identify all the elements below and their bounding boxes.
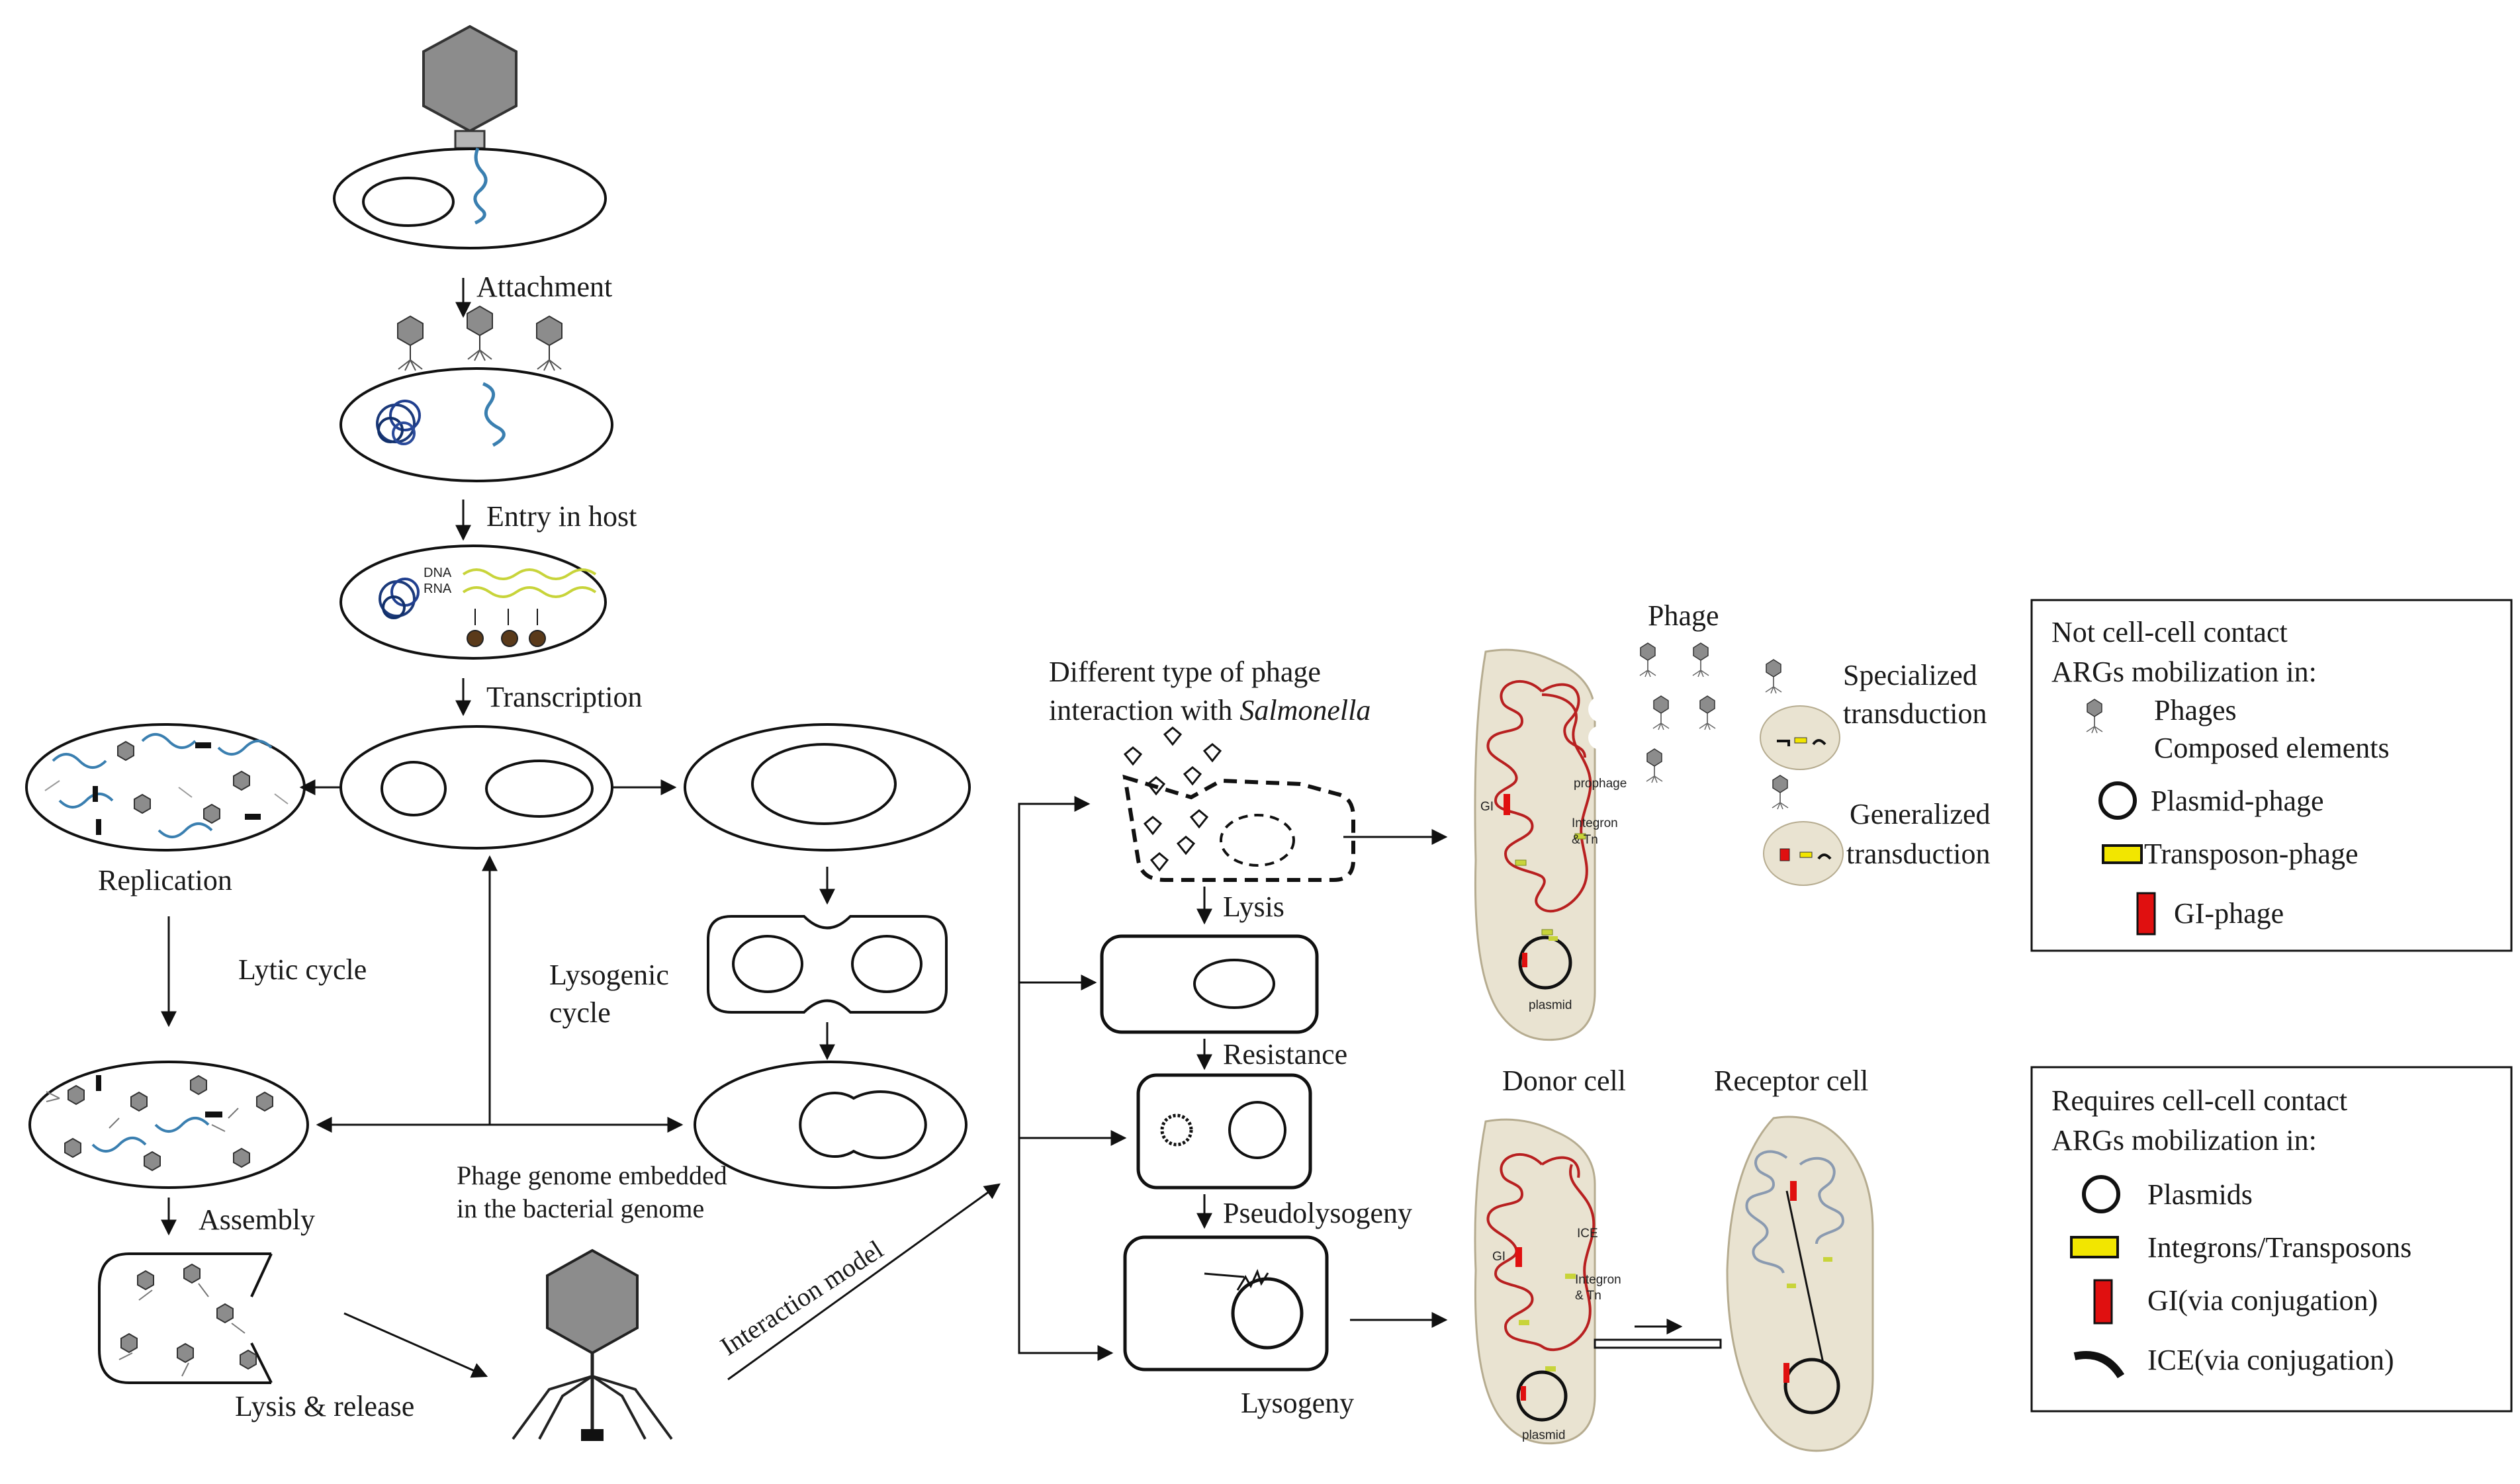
label-gi-1: GI xyxy=(1480,800,1494,814)
lysogenic-cell-2 xyxy=(694,1061,968,1189)
label-integron-2: Integron xyxy=(1575,1273,1621,1287)
decision-cell xyxy=(339,725,613,850)
transduction-cell: GI prophage Integron & Tn plasmid xyxy=(1474,648,1627,1041)
phage-dna-injection xyxy=(473,148,488,225)
host-cell-3 xyxy=(339,545,607,660)
host-cell-1 xyxy=(333,148,607,249)
label-entry: Entry in host xyxy=(486,500,637,533)
legend-top-title-1: Not cell-cell contact xyxy=(2051,616,2288,648)
lysogenic-cell-1 xyxy=(684,723,971,851)
legend-plasmid-phage: Plasmid-phage xyxy=(2151,785,2324,817)
transcription-stage: DNA RNA xyxy=(339,545,607,660)
legend-phages: Phages xyxy=(2154,694,2237,726)
big-phage-icon xyxy=(512,1248,673,1441)
label-embedded-2: in the bacterial genome xyxy=(457,1194,704,1223)
label-integron-1: Integron xyxy=(1572,816,1618,830)
legend-ice-icon xyxy=(2073,1351,2125,1379)
legend-bottom-title-2: ARGs mobilization in: xyxy=(2051,1124,2317,1157)
label-transcription: Transcription xyxy=(486,681,643,713)
legend-integrons-icon xyxy=(2070,1236,2119,1258)
legend-top-title-2: ARGs mobilization in: xyxy=(2051,656,2317,688)
resistance-cell xyxy=(1136,1073,1312,1190)
legend-top: Not cell-cell contact ARGs mobilization … xyxy=(2030,599,2513,952)
label-lysis-release: Lysis & release xyxy=(235,1390,414,1422)
label-different-type-1: Different type of phage xyxy=(1049,656,1321,688)
label-receptor-cell: Receptor cell xyxy=(1714,1065,1868,1097)
label-specialized-2: transduction xyxy=(1843,697,1987,730)
specialized-transduction-cell xyxy=(1760,659,1840,770)
label-embedded-1: Phage genome embedded xyxy=(457,1160,727,1190)
label-assembly: Assembly xyxy=(199,1203,315,1236)
label-donor-cell: Donor cell xyxy=(1502,1065,1626,1097)
host-chromosome-icon xyxy=(376,400,421,445)
phage-attachment-stage xyxy=(333,24,607,249)
label-lytic-cycle: Lytic cycle xyxy=(238,953,367,986)
generalized-transduction-cell xyxy=(1763,775,1844,886)
legend-plasmid-icon xyxy=(2098,781,2137,820)
legend-gi-icon xyxy=(2136,892,2156,936)
phage-head-icon xyxy=(422,24,518,133)
label-lysogeny: Lysogeny xyxy=(1241,1387,1354,1419)
label-plasmid-1: plasmid xyxy=(1529,998,1572,1012)
legend-bottom-title-1: Requires cell-cell contact xyxy=(2051,1084,2347,1117)
legend-bottom: Requires cell-cell contact ARGs mobiliza… xyxy=(2030,1066,2513,1413)
label-rna: RNA xyxy=(424,582,452,596)
label-lysogenic-2: cycle xyxy=(549,996,611,1029)
legend-integrons: Integrons/Transposons xyxy=(2147,1231,2411,1264)
receptor-cell xyxy=(1726,1115,1874,1452)
label-attachment: Attachment xyxy=(476,271,612,303)
label-replication: Replication xyxy=(98,864,232,896)
lytic-cell xyxy=(28,1061,309,1189)
label-prophage: prophage xyxy=(1574,777,1627,791)
host-nucleoid-1 xyxy=(362,177,455,227)
label-phage: Phage xyxy=(1648,599,1719,632)
phage-dna-strand xyxy=(482,382,506,447)
dna-wave xyxy=(462,568,597,580)
legend-composed: Composed elements xyxy=(2154,732,2390,764)
lysogenic-dividing-cell xyxy=(707,915,948,1014)
lysis-release-cell xyxy=(98,1252,273,1384)
legend-transposon-icon xyxy=(2102,844,2143,864)
lysis-dashed-cell xyxy=(1122,726,1355,882)
host-cell-2 xyxy=(339,367,613,482)
entry-stage xyxy=(339,306,613,482)
label-interaction-model: Interaction model xyxy=(715,1235,888,1362)
chromosome-loops xyxy=(1486,679,1592,913)
free-phages xyxy=(1639,642,1716,783)
label-generalized-1: Generalized xyxy=(1850,798,1991,830)
label-ice: ICE xyxy=(1577,1227,1598,1241)
label-lysogenic-1: Lysogenic xyxy=(549,959,669,991)
legend-gi-phage: GI-phage xyxy=(2174,897,2284,930)
label-gi-2: GI xyxy=(1492,1250,1506,1264)
label-different-type-2: interaction with Salmonella xyxy=(1049,694,1371,726)
phage-tail-icon xyxy=(454,130,486,150)
donor-cell: GI ICE Integron & Tn plasmid xyxy=(1474,1118,1621,1445)
legend-gi-conj-icon xyxy=(2093,1279,2113,1325)
legend-ice-conj: ICE(via conjugation) xyxy=(2147,1344,2394,1376)
lysogeny-cell xyxy=(1123,1235,1329,1372)
label-tn-2: & Tn xyxy=(1575,1289,1601,1303)
legend-gi-conj: GI(via conjugation) xyxy=(2147,1284,2378,1317)
lysis-outcome-cell xyxy=(1100,934,1319,1034)
label-specialized-1: Specialized xyxy=(1843,659,1977,691)
label-dna: DNA xyxy=(424,566,452,580)
legend-transposon-phage: Transposon-phage xyxy=(2144,838,2358,870)
protein-cluster-icon xyxy=(467,630,546,647)
label-tn-1: & Tn xyxy=(1572,833,1598,847)
conjugation-pilus xyxy=(1594,1319,1722,1349)
legend-plasmids-icon xyxy=(2082,1175,2120,1213)
label-plasmid-2: plasmid xyxy=(1522,1428,1565,1442)
replication-cell xyxy=(25,723,306,851)
host-chromosome-icon xyxy=(379,578,420,619)
rna-wave xyxy=(462,586,597,598)
legend-plasmids: Plasmids xyxy=(2147,1178,2253,1211)
label-resistance: Resistance xyxy=(1223,1038,1347,1070)
label-pseudolysogeny: Pseudolysogeny xyxy=(1223,1197,1412,1229)
label-generalized-2: transduction xyxy=(1846,838,1991,870)
label-lysis: Lysis xyxy=(1223,891,1284,923)
